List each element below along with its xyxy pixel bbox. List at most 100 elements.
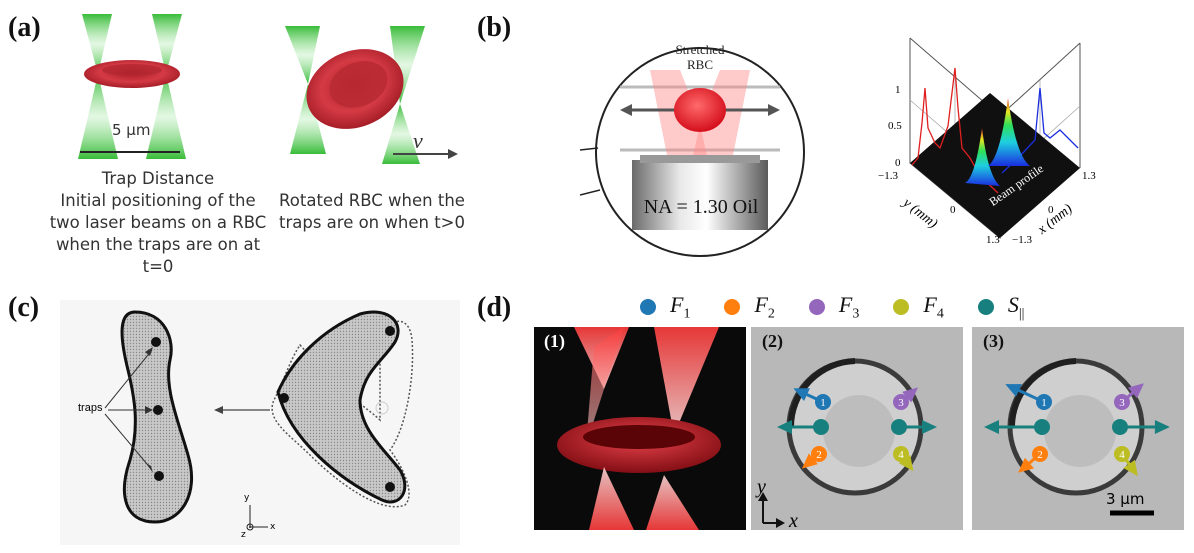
stretched-cell-shape: [120, 310, 194, 524]
z-tick-0: 0: [895, 157, 901, 169]
x-tick-pos: 1.3: [1082, 170, 1096, 182]
legend-label: F2: [754, 292, 775, 322]
force-arrowhead-icon: [902, 387, 919, 403]
force-marker: [1036, 394, 1052, 410]
legend-item: F3: [808, 292, 860, 322]
legend-item: F1: [640, 292, 690, 322]
force-arrowhead-icon: [922, 420, 937, 434]
force-marker: [813, 419, 829, 435]
legend-item: S||: [977, 292, 1025, 322]
y-tick-neg: −1.3: [878, 170, 898, 182]
y-tick-0: 0: [950, 204, 956, 216]
stretched-label-line-1: Stretched: [675, 42, 725, 57]
panel-a-caption-left: Trap Distance Initial positioning of the…: [38, 168, 278, 278]
sub-label-2: (2): [762, 331, 783, 351]
panel-c-axis-z: z: [241, 530, 246, 540]
force-number: 1: [820, 397, 826, 409]
traps-label: traps: [78, 402, 103, 414]
legend-item: F4: [893, 292, 944, 322]
force-arrowhead-icon: [1005, 384, 1022, 397]
objective-label: NA = 1.30 Oil: [643, 196, 759, 218]
force-number: 4: [1119, 449, 1125, 461]
force-marker: [1114, 446, 1130, 462]
force-marker: [1032, 446, 1048, 462]
force-arrowhead-icon: [777, 420, 792, 434]
panel-a-label: (a): [8, 12, 41, 43]
panel-a-velocity-symbol: v: [413, 128, 423, 153]
legend-marker-icon: [724, 299, 741, 316]
force-marker: [893, 394, 909, 410]
force-number: 4: [898, 449, 904, 461]
force-number: 3: [898, 397, 904, 409]
force-number: 3: [1119, 397, 1125, 409]
panel-d-axis-y: y: [757, 476, 766, 498]
panel-d-axis-x: x: [789, 510, 798, 532]
force-arrowhead-icon: [898, 454, 914, 472]
legend-marker-icon: [977, 299, 994, 316]
panel-d-scale-bar-label: 3 μm: [1106, 490, 1145, 508]
force-marker: [891, 419, 907, 435]
stretched-rbc-label: Stretched RBC: [668, 42, 732, 72]
caption-left-line-1: Trap Distance: [101, 169, 215, 188]
force-legend: F1 F2 F3 F4 S||: [640, 292, 1060, 322]
panel-a-scale-bar-label: 5 μm: [112, 121, 151, 139]
panel-d-image-2: 1 2 3 4: [751, 327, 963, 530]
panel-d-axes: [758, 492, 785, 528]
force-arrowhead-icon: [1123, 459, 1138, 477]
y-tick-pos: 1.3: [986, 234, 1000, 246]
legend-label: F4: [923, 292, 944, 322]
force-number: 2: [816, 449, 822, 461]
bent-cell-shape: [276, 310, 407, 504]
panel-d-label: (d): [477, 292, 512, 323]
panel-b-optical-setup: [580, 47, 805, 257]
sub-label-3: (3): [983, 331, 1004, 351]
force-marker: [1114, 394, 1130, 410]
force-marker: [811, 446, 827, 462]
force-marker: [893, 446, 909, 462]
sub-label-1: (1): [544, 331, 565, 351]
force-arrowhead-icon: [1154, 420, 1170, 434]
panel-a-caption-right: Rotated RBC when the traps are on when t…: [262, 190, 482, 234]
panel-b-label: (b): [477, 12, 512, 43]
legend-item: F2: [724, 292, 775, 322]
caption-right-line-1: Rotated RBC when the: [279, 191, 465, 210]
laser-beams-left: [78, 14, 186, 159]
force-marker: [1034, 419, 1050, 435]
legend-marker-icon: [893, 299, 910, 316]
force-marker: [815, 394, 831, 410]
force-arrowhead-icon: [1127, 383, 1144, 399]
legend-label: F3: [838, 292, 860, 322]
panel-d-image-1: [534, 327, 746, 530]
stretched-label-line-2: RBC: [686, 57, 713, 72]
force-marker: [1112, 419, 1128, 435]
force-arrowhead-icon: [984, 420, 999, 434]
x-tick-neg: −1.3: [1012, 234, 1032, 246]
force-arrowhead-icon: [1018, 457, 1035, 473]
legend-marker-icon: [808, 299, 825, 316]
blue-profile-line: [1001, 87, 1079, 174]
panel-c-diagram: [60, 300, 460, 545]
caption-left-line-4: when the traps are on at: [55, 235, 261, 254]
caption-left-line-2: Initial positioning of the: [60, 191, 256, 210]
legend-label: F1: [670, 292, 691, 322]
x-tick-0: 0: [1048, 204, 1054, 216]
beam-profile-plot: [909, 37, 1081, 240]
caption-right-line-2: traps are on when t>0: [278, 213, 465, 232]
panel-d-image-3: 1 2 3 4: [972, 327, 1184, 530]
legend-label: S||: [1007, 292, 1025, 322]
panel-a-illustration: [78, 14, 458, 164]
caption-left-line-5: t=0: [142, 257, 174, 276]
force-number: 2: [1037, 449, 1043, 461]
z-tick-1: 1: [895, 84, 901, 96]
z-tick-05: 0.5: [888, 120, 902, 132]
force-arrowhead-icon: [793, 388, 810, 401]
rbc-rotated: [306, 49, 404, 129]
caption-left-line-3: two laser beams on a RBC: [49, 213, 267, 232]
legend-marker-icon: [640, 299, 656, 316]
force-number: 1: [1041, 397, 1047, 409]
panel-c-axis-y: y: [244, 493, 250, 503]
red-profile-line: [911, 67, 999, 194]
stretched-rbc: [674, 88, 726, 132]
panel-c-label: (c): [8, 292, 40, 323]
panel-c-axis-x: x: [270, 522, 276, 532]
